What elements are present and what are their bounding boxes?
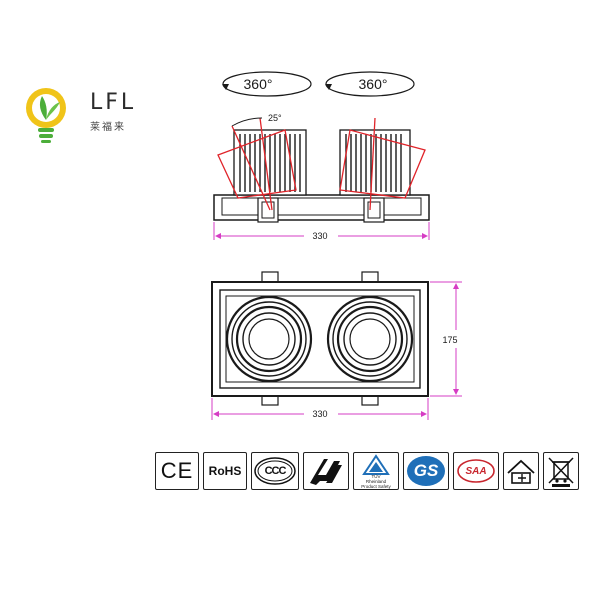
certification-row: CE RoHS CCC TÜV Rheinland Product: [155, 452, 579, 492]
top-height-label: 175: [442, 335, 457, 345]
crossed-bin-icon: [548, 457, 574, 487]
saa-mark: SAA: [453, 452, 499, 490]
brand-logo: LFL 莱福来: [16, 84, 146, 148]
top-width-label: 330: [312, 409, 327, 419]
side-lamp-right: [339, 129, 411, 223]
rotation-label-left: 360°: [244, 76, 273, 92]
brand-name-chinese: 莱福来: [90, 122, 126, 133]
tuv-triangle-icon: [362, 454, 390, 475]
side-view: 25° 330: [213, 113, 430, 241]
bulb-leaf-icon: [26, 88, 66, 143]
ce-mark: CE: [155, 452, 199, 490]
gs-mark: GS: [403, 452, 449, 490]
rotation-indicator-left: 360°: [222, 71, 312, 97]
saa-oval-icon: [457, 459, 495, 483]
ccc-mark: CCC: [251, 452, 299, 490]
top-lamp-left: [225, 295, 313, 383]
weee-mark: [543, 452, 579, 490]
ul-logo-icon: [310, 459, 342, 485]
top-view: 330 175: [211, 271, 462, 420]
tilt-angle-label: 25°: [268, 113, 282, 123]
ccc-ellipse-icon: [254, 457, 296, 485]
side-width-label: 330: [312, 231, 327, 241]
rotation-indicator-right: 360°: [325, 71, 415, 97]
gs-logo-icon: [407, 456, 445, 486]
side-frame: [213, 194, 430, 221]
tilt-indicator: [217, 117, 426, 211]
indoor-use-mark: [503, 452, 539, 490]
top-lamp-right: [326, 295, 414, 383]
ul-style-mark: [303, 452, 349, 490]
rohs-mark: RoHS: [203, 452, 247, 490]
house-icon: [507, 459, 535, 484]
tuv-mark: TÜV Rheinland Product Safety: [353, 452, 399, 490]
top-frame: [211, 281, 429, 397]
rotation-label-right: 360°: [359, 76, 388, 92]
brand-name: LFL: [90, 90, 137, 115]
